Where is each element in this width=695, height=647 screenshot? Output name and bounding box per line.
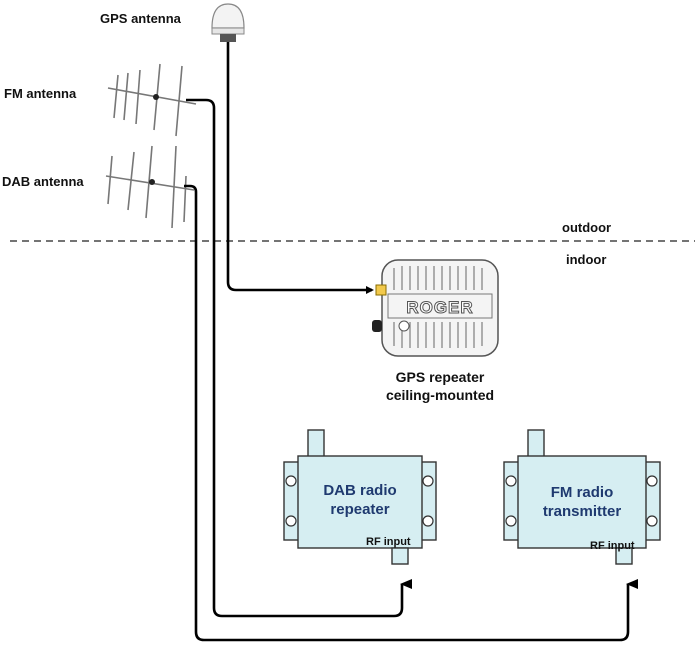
fm-cable (184, 184, 638, 642)
gps-input-connector (375, 284, 387, 296)
dab-box-label-line2: repeater (330, 501, 389, 518)
gps-antenna-icon (211, 3, 245, 42)
gps-repeater-label-line1: GPS repeater (396, 369, 485, 385)
gps-repeater-label-line2: ceiling-mounted (386, 387, 494, 403)
outdoor-label: outdoor (562, 220, 611, 235)
indoor-label: indoor (566, 252, 606, 267)
gps-cable (226, 42, 374, 294)
dab-repeater-box: DAB radio repeater RF input (283, 429, 437, 565)
dab-rf-input-label: RF input (366, 536, 411, 548)
dab-antenna-label: DAB antenna (2, 174, 84, 189)
gps-antenna-label: GPS antenna (100, 11, 182, 26)
gps-repeater-icon: ROGER (372, 259, 499, 357)
fm-yagi-antenna-icon (107, 63, 197, 137)
repeater-logo: ROGER (406, 298, 473, 317)
dab-box-label-line1: DAB radio (323, 482, 396, 499)
fm-box-label-line2: transmitter (543, 503, 622, 520)
fm-antenna-label: FM antenna (4, 86, 77, 101)
dab-yagi-antenna-icon (105, 145, 195, 229)
fm-rf-input-label: RF input (590, 540, 635, 552)
fm-box-label-line1: FM radio (551, 484, 614, 501)
fm-transmitter-box: FM radio transmitter RF input (503, 429, 661, 565)
dab-cable (186, 98, 412, 618)
